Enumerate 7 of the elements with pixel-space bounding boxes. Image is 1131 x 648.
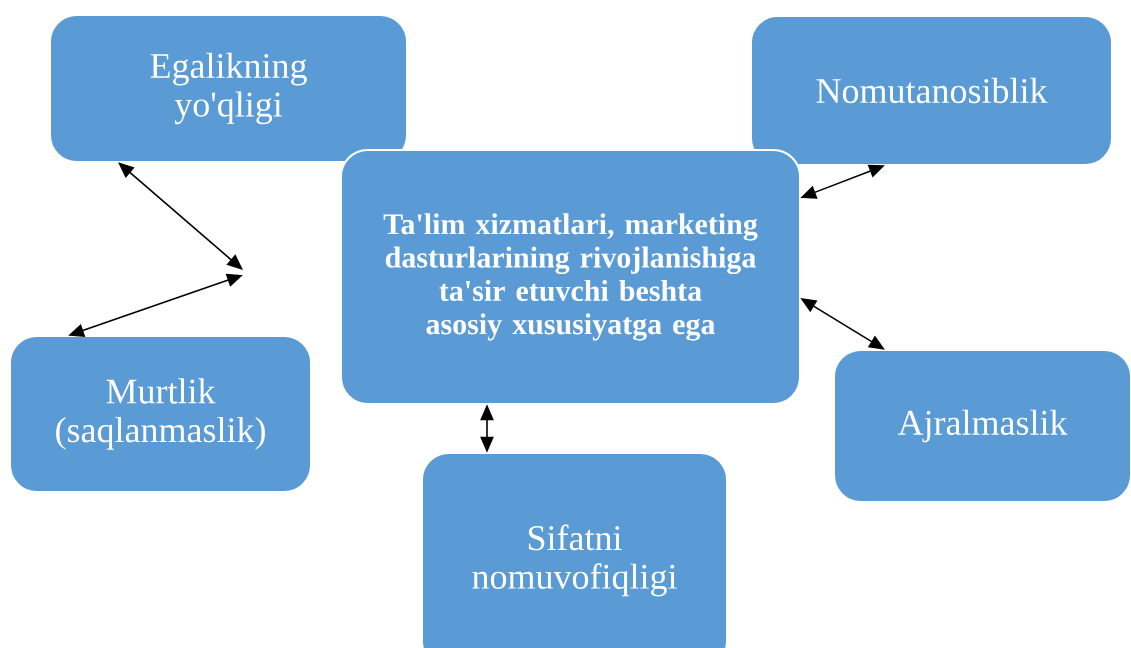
process-box: Egalikning yo'qligi <box>49 14 408 163</box>
process-box: Ajralmaslik <box>833 349 1131 503</box>
process-box: Ta'lim xizmatlari, marketing dasturlarining rivojlanishiga ta'sir etuvchi beshta asosiy xususiyatga ega <box>340 149 801 405</box>
arrow <box>118 162 243 270</box>
process-box: Sifatni nomuvofiqligi <box>421 452 728 648</box>
process-box: Nomutanosiblik <box>750 15 1113 166</box>
process-box: Murtlik (saqlanmaslik) <box>9 335 312 493</box>
